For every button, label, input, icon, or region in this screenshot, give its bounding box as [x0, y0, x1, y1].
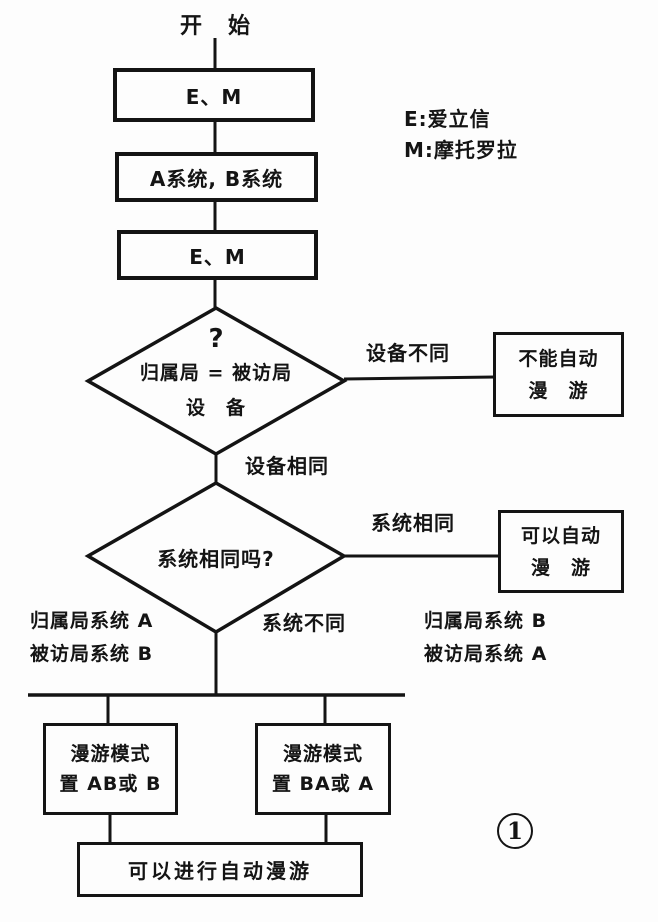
result-box-can-auto-roam-line1: 可以自动 [520, 524, 601, 547]
process-box-systems-label: A系统, B系统 [149, 166, 284, 191]
decision-1-question-mark: ? [208, 324, 224, 354]
note-left: 归属局系统 A 被访局系统 B [30, 605, 153, 671]
process-box-systems: A系统, B系统 [115, 152, 318, 202]
note-right-line2: 被访局系统 A [424, 643, 548, 665]
decision-1-text: ? 归属局 = 被访局 设 备 [91, 326, 341, 420]
result-box-no-auto-roam-line2: 漫 游 [528, 379, 589, 402]
process-box-em-top-label: E、M [185, 84, 243, 109]
page-marker-number: 1 [506, 817, 523, 845]
mode-box-right-line1: 漫游模式 [282, 743, 363, 765]
decision-1-line1: 归属局 = 被访局 [139, 362, 293, 384]
edge-d1-to-noroam [343, 375, 496, 381]
note-left-line2: 被访局系统 B [30, 643, 154, 665]
edge-label-device-different: 设备不同 [366, 341, 450, 365]
legend-line-m: M:摩托罗拉 [404, 138, 518, 162]
edge-label-system-same: 系统相同 [371, 511, 455, 535]
note-left-line1: 归属局系统 A [30, 610, 154, 632]
final-box-label: 可以进行自动漫游 [128, 859, 312, 883]
decision-2-text: 系统相同吗? [91, 543, 341, 572]
process-box-em-mid: E、M [117, 230, 318, 280]
legend-line-e: E:爱立信 [404, 107, 491, 131]
note-right-line1: 归属局系统 B [424, 610, 548, 632]
result-box-no-auto-roam: 不能自动 漫 游 [493, 332, 624, 417]
result-box-can-auto-roam: 可以自动 漫 游 [498, 510, 624, 593]
final-box: 可以进行自动漫游 [77, 842, 363, 897]
note-right: 归属局系统 B 被访局系统 A [424, 605, 547, 671]
mode-box-left: 漫游模式 置 AB或 B [43, 723, 178, 815]
result-box-no-auto-roam-line1: 不能自动 [518, 347, 599, 370]
page-marker-circle: 1 [497, 813, 533, 849]
edge-label-system-different: 系统不同 [262, 611, 346, 635]
mode-box-right-line2: 置 BA或 A [271, 773, 375, 795]
mode-box-right: 漫游模式 置 BA或 A [255, 723, 391, 815]
decision-1-line2: 设 备 [185, 397, 246, 419]
decision-2-line1: 系统相同吗? [157, 547, 275, 571]
start-label: 开 始 [179, 14, 252, 39]
edge-label-device-same: 设备相同 [245, 454, 329, 478]
mode-box-left-line2: 置 AB或 B [59, 773, 162, 795]
mode-box-left-line1: 漫游模式 [70, 743, 151, 765]
legend: E:爱立信 M:摩托罗拉 [404, 104, 518, 166]
process-box-em-mid-label: E、M [189, 244, 246, 269]
process-box-em-top: E、M [113, 68, 315, 122]
result-box-can-auto-roam-line2: 漫 游 [530, 556, 591, 579]
